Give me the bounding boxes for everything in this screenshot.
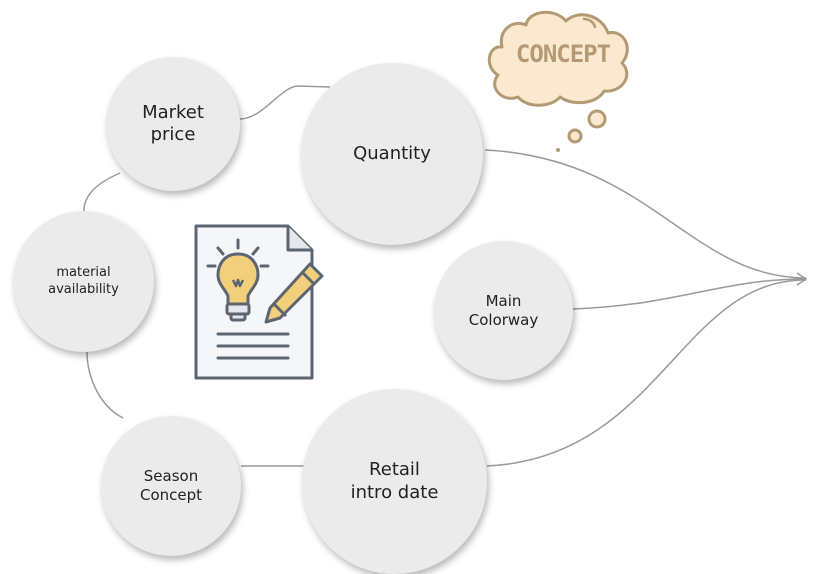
node-label: Season Concept	[139, 467, 203, 504]
connector-material-season	[86, 351, 124, 419]
node-label: Market price	[142, 101, 204, 146]
connector-colorway-arrow	[572, 278, 807, 310]
connector-market-quantity	[239, 85, 331, 120]
connector-market-material	[83, 172, 121, 215]
node-label: Main Colorway	[468, 291, 539, 329]
arrow-head	[796, 272, 808, 286]
node-main-colorway: Main Colorway	[434, 241, 573, 380]
pencil-icon	[264, 262, 324, 324]
node-label: Retail intro date	[350, 459, 439, 503]
document-lightbulb-icon	[194, 224, 324, 380]
connector-lines	[83, 85, 808, 467]
node-material-availability: material availability	[13, 211, 154, 352]
concept-diagram: Market price Quantity material availabil…	[13, 10, 808, 574]
node-label: Quantity	[353, 142, 431, 164]
node-label: material availability	[48, 265, 119, 297]
connector-quantity-arrow	[484, 149, 807, 279]
connector-retail-arrow	[486, 279, 807, 467]
thought-bubble-label: CONCEPT	[515, 40, 611, 68]
node-market-price: Market price	[106, 57, 240, 191]
node-retail-intro-date: Retail intro date	[302, 389, 487, 574]
node-quantity: Quantity	[301, 63, 483, 245]
node-season-concept: Season Concept	[101, 416, 241, 556]
thought-bubble-icon	[487, 10, 629, 152]
